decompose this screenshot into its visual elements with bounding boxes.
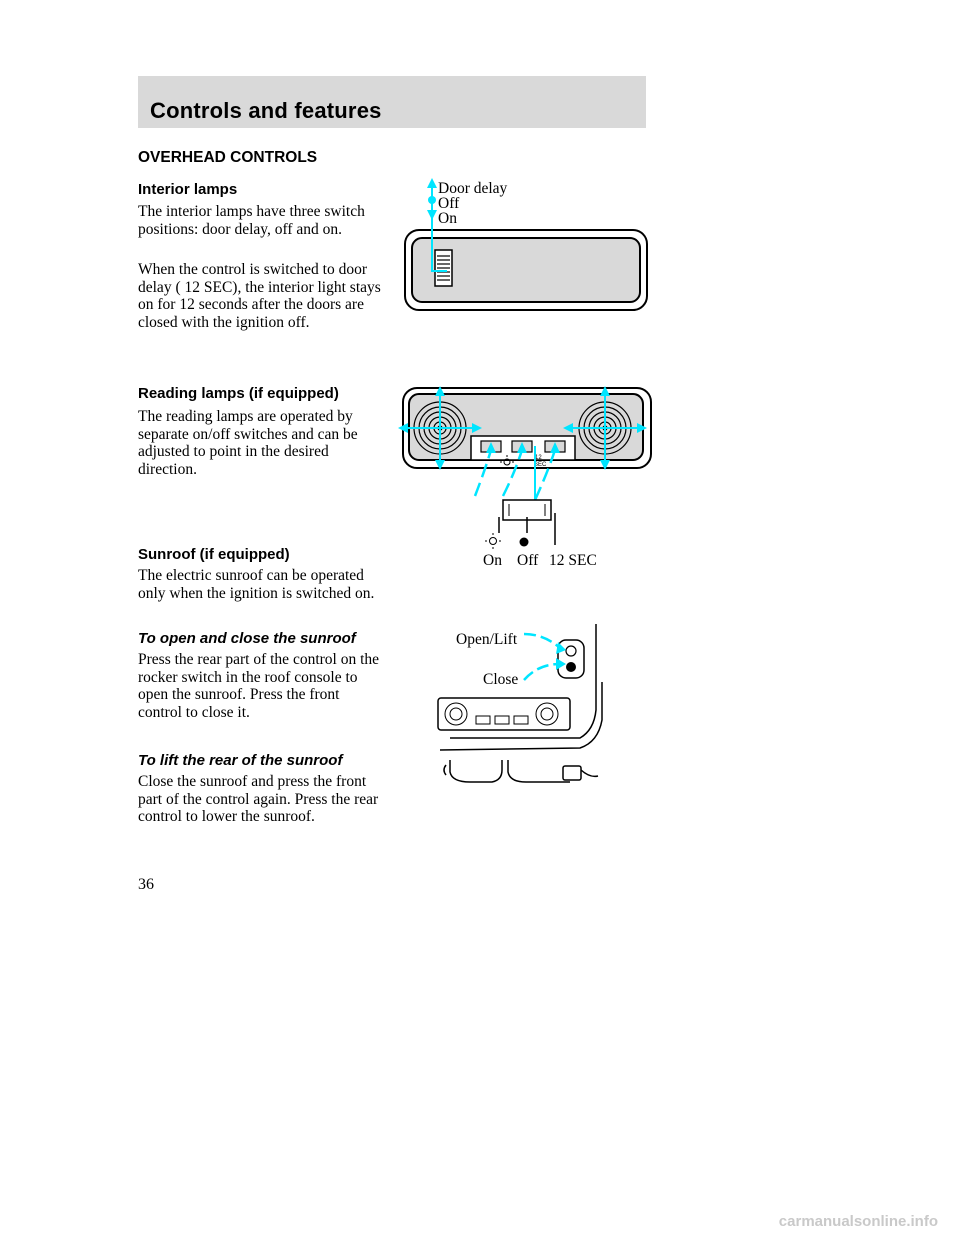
svg-text:SEC: SEC (534, 462, 547, 468)
reading-switch-positions (485, 513, 556, 549)
header-band (138, 76, 646, 128)
sunroof-heading: Sunroof (if equipped) (138, 546, 290, 563)
label-close: Close (483, 671, 519, 688)
interior-lamps-para-1: The interior lamps have three switch pos… (138, 203, 365, 238)
label-reading-on: On (483, 552, 502, 569)
sunroof-open-heading: To open and close the sunroof (138, 630, 356, 647)
interior-lamps-heading: Interior lamps (138, 181, 238, 198)
interior-lamp-switch-diagram (404, 178, 648, 311)
page-title: Controls and features (150, 98, 382, 123)
page-number: 36 (138, 876, 154, 893)
reading-lamps-para: The reading lamps are operated by separa… (138, 408, 358, 478)
svg-text:12: 12 (535, 455, 542, 461)
label-reading-12sec: 12 SEC (549, 552, 597, 569)
reading-lamps-diagram: 12 SEC (398, 386, 652, 521)
label-door-delay: Door delay (438, 180, 508, 197)
label-off: Off (438, 195, 460, 212)
sunroof-lift-heading: To lift the rear of the sunroof (138, 752, 343, 769)
label-reading-off: Off (517, 552, 539, 569)
sunroof-para: The electric sunroof can be operated onl… (138, 567, 375, 602)
reading-lamps-heading: Reading lamps (if equipped) (138, 385, 339, 402)
label-open-lift: Open/Lift (456, 631, 518, 648)
section-title: OVERHEAD CONTROLS (138, 149, 318, 166)
sunroof-lift-para: Close the sunroof and press the front pa… (138, 773, 379, 826)
sunroof-open-para: Press the rear part of the control on th… (138, 651, 380, 721)
label-on: On (438, 210, 457, 227)
interior-lamps-para-2: When the control is switched to door del… (138, 261, 381, 331)
watermark: carmanualsonline.info (778, 1213, 938, 1230)
sunroof-console-diagram (437, 624, 603, 783)
